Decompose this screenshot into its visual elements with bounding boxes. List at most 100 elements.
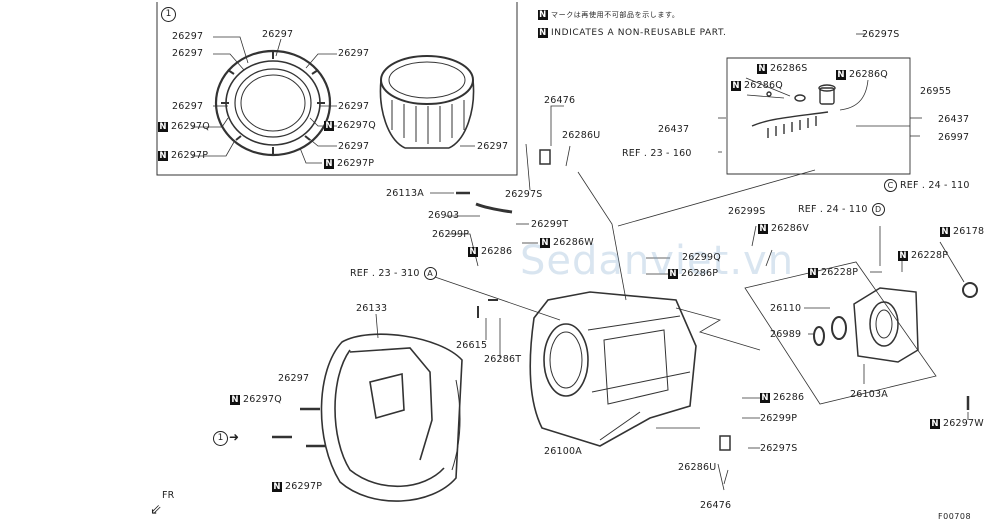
extension-housing-26103A — [853, 287, 919, 363]
inset-label: 26297 — [338, 48, 370, 59]
part-label: 26437 — [658, 124, 690, 135]
part-label: 26113A — [386, 188, 424, 199]
ref-circle-d: D — [871, 203, 885, 216]
non-reusable-icon: N — [758, 223, 768, 234]
non-reusable-icon: N — [324, 158, 334, 169]
inset-label: 26297 — [172, 31, 204, 42]
arrow-right-icon: ➜ — [229, 430, 240, 444]
part-label: 26476 — [544, 95, 576, 106]
part-label: 26297S — [862, 29, 900, 40]
figure-code: F00708 — [938, 512, 972, 521]
non-reusable-icon: N — [930, 418, 940, 429]
ref-circle-c: C — [884, 179, 897, 192]
non-reusable-icon: N — [230, 394, 240, 405]
ref-circle-1: 1 — [213, 431, 228, 446]
pipe-26903 — [475, 202, 513, 214]
non-reusable-icon: N — [808, 267, 818, 278]
front-label: FR — [162, 490, 175, 501]
part-label: 26437 — [938, 114, 970, 125]
inset-leaders — [192, 36, 475, 164]
inset-label: 26297 — [172, 48, 204, 59]
inset-frame — [156, 2, 518, 176]
part-label: 26297S — [505, 189, 543, 200]
part-label: 26903 — [428, 210, 460, 221]
part-label: 26615 — [456, 340, 488, 351]
harness-26955 — [751, 84, 836, 138]
part-label: 26100A — [544, 446, 582, 457]
transmission-case-26100A — [529, 291, 697, 447]
part-label: 26299P — [432, 229, 470, 240]
non-reusable-icon: N — [324, 120, 334, 131]
seal-26178 — [962, 282, 978, 298]
part-label: 26110 — [770, 303, 802, 314]
part-label: 26299T — [531, 219, 569, 230]
non-reusable-icon: N — [468, 246, 478, 257]
sensor-26476-top — [539, 149, 551, 165]
inset-label: 26297 — [262, 29, 294, 40]
part-label: 26133 — [356, 303, 388, 314]
non-reusable-icon: N — [272, 481, 282, 492]
box-26103A — [744, 261, 937, 405]
part-label: 26299Q — [682, 252, 721, 263]
part-label: 26286T — [484, 354, 522, 365]
non-reusable-icon: N — [731, 80, 741, 91]
main-leaders — [375, 33, 969, 491]
part-label: 26297 — [278, 373, 310, 384]
gasket-26110 — [831, 316, 847, 340]
part-label: 26989 — [770, 329, 802, 340]
part-label: 26299P — [760, 413, 798, 424]
part-label: 26955 — [920, 86, 952, 97]
bell-housing-26133 — [320, 333, 463, 502]
bolts-26297 — [272, 407, 326, 448]
front-arrow-icon: ⇙ — [150, 502, 162, 518]
non-reusable-icon: N — [158, 121, 168, 132]
sensor-26476-bottom — [719, 435, 731, 451]
inset-circle-1: 1 — [161, 7, 176, 22]
box-26955 — [726, 57, 911, 175]
ref-circle-a: A — [423, 267, 437, 280]
non-reusable-icon: N — [760, 392, 770, 403]
non-reusable-icon: N — [898, 250, 908, 261]
inset-label: 26297 — [338, 101, 370, 112]
inset-label: 26297 — [477, 141, 509, 152]
part-label: 26997 — [938, 132, 970, 143]
non-reusable-icon: N — [940, 226, 950, 237]
part-label: 26476 — [700, 500, 732, 511]
inset-ring-side — [379, 55, 475, 149]
non-reusable-icon: N — [540, 237, 550, 248]
part-label: 26286U — [562, 130, 601, 141]
reference-label: REF . 23 - 160 — [622, 148, 692, 159]
non-reusable-icon: N — [836, 69, 846, 80]
part-label: 26286U — [678, 462, 717, 473]
inset-label: 26297 — [172, 101, 204, 112]
non-reusable-icon: N — [668, 268, 678, 279]
part-label: 26297S — [760, 443, 798, 454]
non-reusable-icon: N — [538, 28, 548, 38]
inset-label: 26297 — [338, 141, 370, 152]
non-reusable-icon: N — [158, 150, 168, 161]
part-label: 26103A — [850, 389, 888, 400]
